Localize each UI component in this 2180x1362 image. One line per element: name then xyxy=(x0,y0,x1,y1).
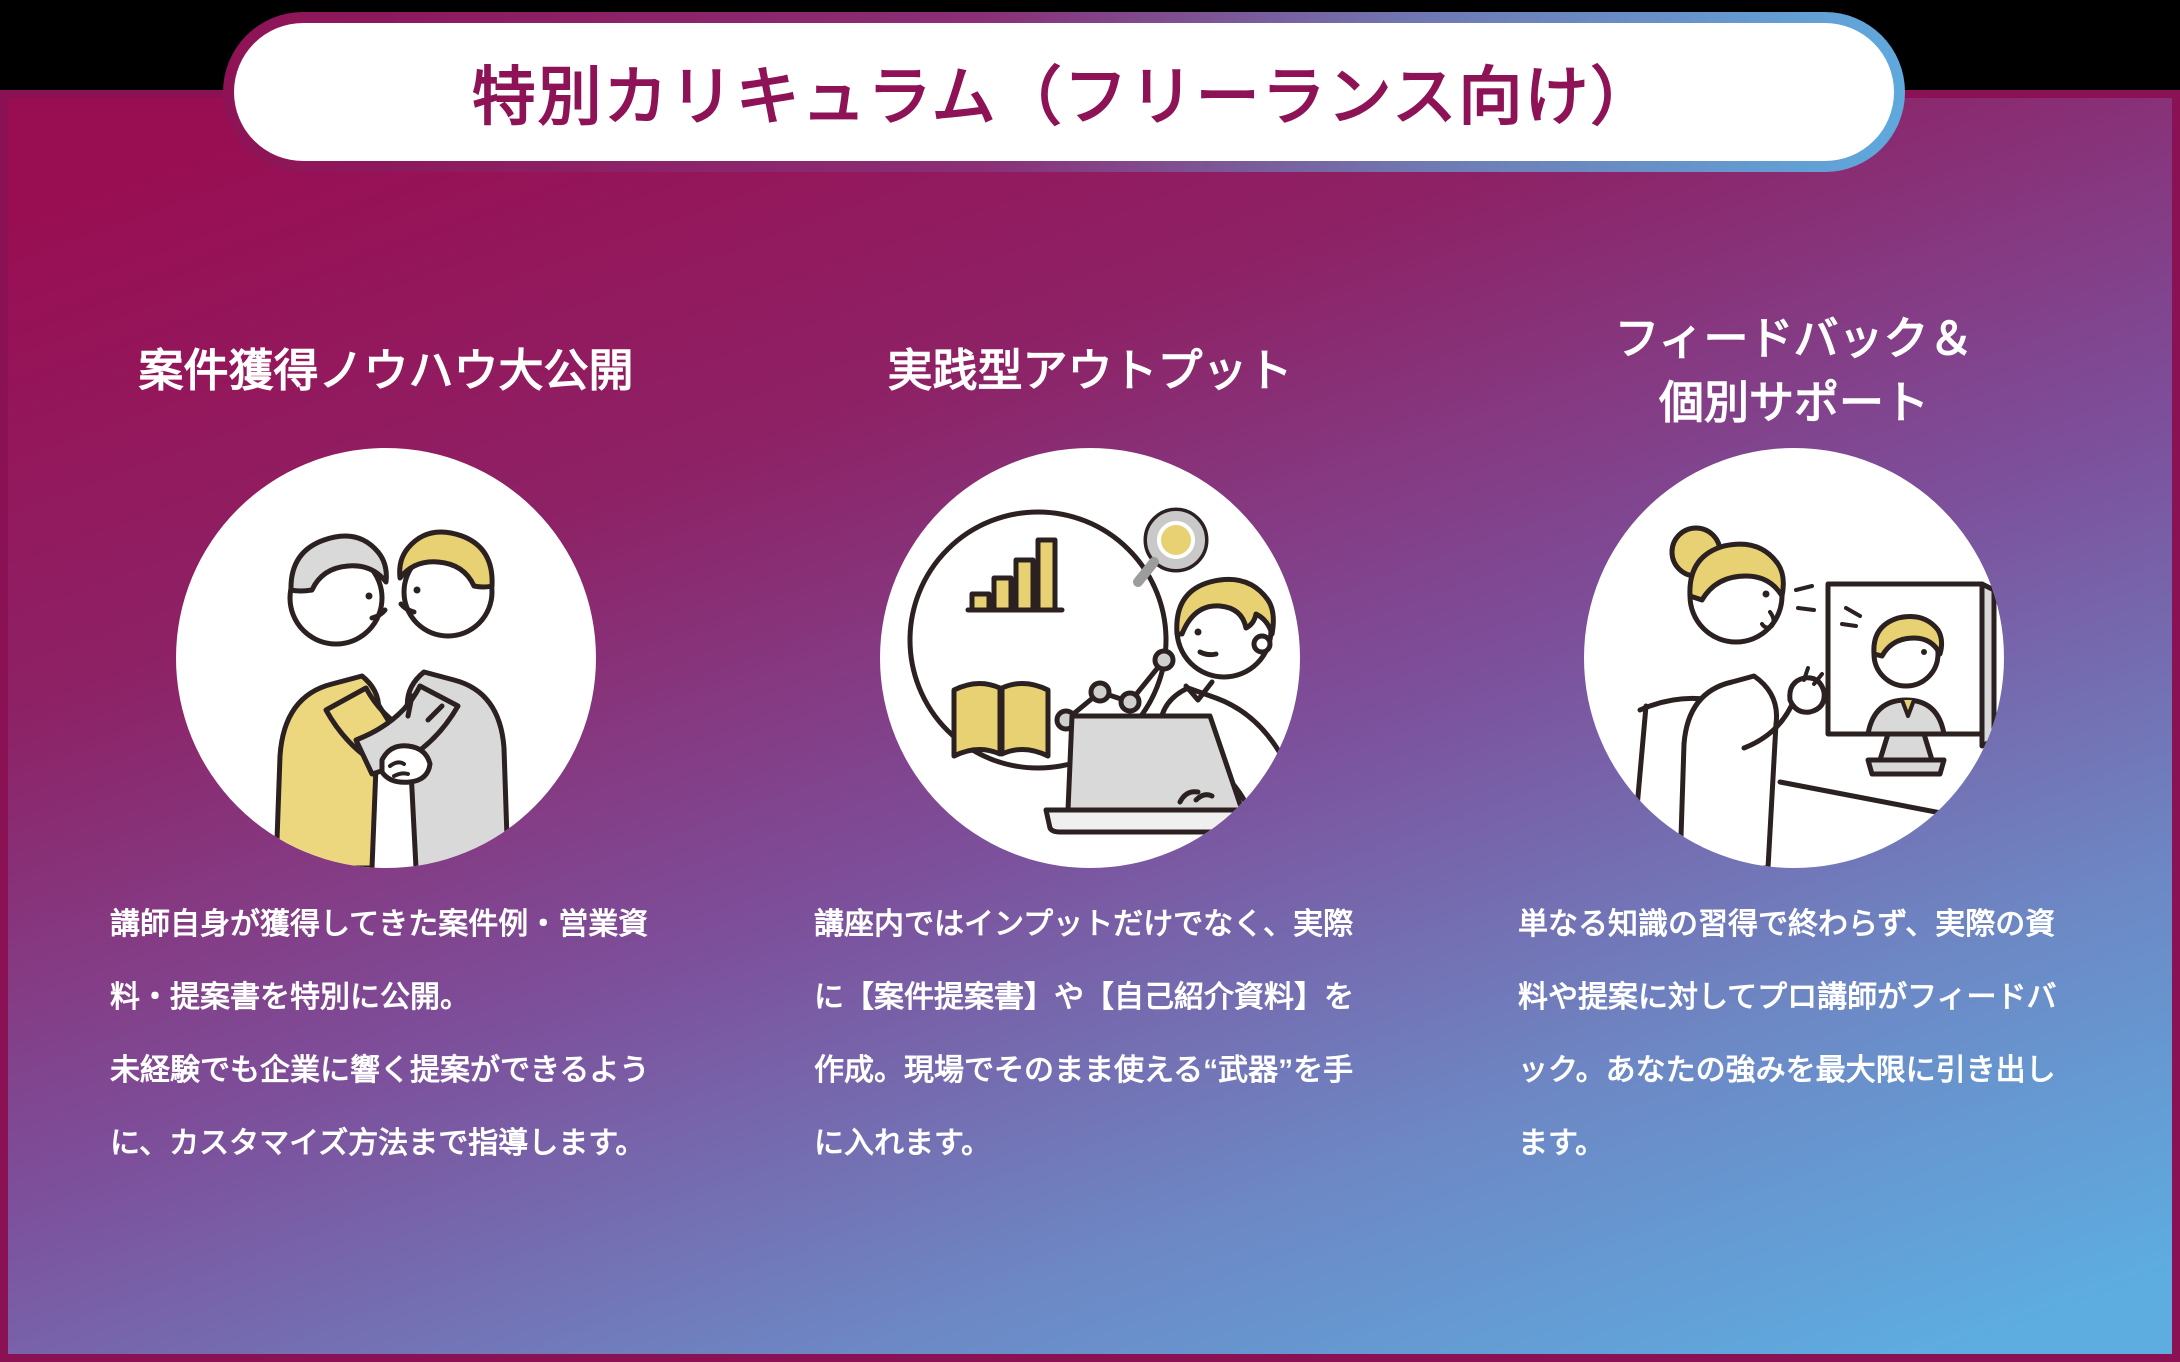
description-line: 料や提案に対してプロ講師がフィードバ xyxy=(1518,981,2057,1014)
column-heading: 実践型アウトプット xyxy=(814,298,1366,444)
feature-column-practical-output: 実践型アウトプット xyxy=(814,298,1366,1180)
handshake-icon xyxy=(273,529,511,868)
feature-column-case-knowhow: 案件獲得ノウハウ大公開 xyxy=(110,298,662,1180)
page-title: 特別カリキュラム（フリーランス向け） xyxy=(471,61,1657,133)
column-description: 講座内ではインプットだけでなく、実際 に【案件提案書】や【自己紹介資料】を 作成… xyxy=(814,888,1366,1180)
description-line: 未経験でも企業に響く提案ができるよう xyxy=(110,1054,650,1087)
description-line: 単なる知識の習得で終わらず、実際の資 xyxy=(1518,908,2056,941)
description-line: 料・提案書を特別に公開。 xyxy=(110,981,470,1014)
description-line: ます。 xyxy=(1518,1127,1605,1160)
handshake-illustration xyxy=(176,448,596,868)
practical-output-illustration xyxy=(880,448,1300,868)
description-line: ック。あなたの強みを最大限に引き出し xyxy=(1518,1054,2056,1087)
heading-line: 案件獲得ノウハウ大公開 xyxy=(138,345,634,396)
title-banner: 特別カリキュラム（フリーランス向け） xyxy=(223,12,1905,172)
description-line: に、カスタマイズ方法まで指導します。 xyxy=(110,1127,646,1160)
column-description: 講師自身が獲得してきた案件例・営業資 料・提案書を特別に公開。 未経験でも企業に… xyxy=(110,888,662,1180)
description-line: 講師自身が獲得してきた案件例・営業資 xyxy=(110,908,649,941)
heading-line: 実践型アウトプット xyxy=(887,345,1293,396)
video-call-feedback-illustration xyxy=(1584,448,2004,868)
column-heading: 案件獲得ノウハウ大公開 xyxy=(110,298,662,444)
column-description: 単なる知識の習得で終わらず、実際の資 料や提案に対してプロ講師がフィードバ ック… xyxy=(1518,888,2070,1180)
laptop-study-icon xyxy=(907,507,1300,835)
description-line: に【案件提案書】や【自己紹介資料】を xyxy=(814,981,1354,1014)
heading-line: フィードバック＆ xyxy=(1614,313,1974,364)
heading-line: 個別サポート xyxy=(1658,377,1929,428)
description-line: 作成。現場でそのまま使える“武器”を手 xyxy=(814,1054,1354,1087)
video-call-icon xyxy=(1629,525,1997,868)
title-banner-inner: 特別カリキュラム（フリーランス向け） xyxy=(234,23,1894,161)
description-line: に入れます。 xyxy=(814,1127,991,1160)
description-line: 講座内ではインプットだけでなく、実際 xyxy=(814,908,1354,941)
column-heading: フィードバック＆ 個別サポート xyxy=(1518,298,2070,444)
feature-columns: 案件獲得ノウハウ大公開 xyxy=(110,298,2070,1180)
feature-column-feedback-support: フィードバック＆ 個別サポート xyxy=(1518,298,2070,1180)
